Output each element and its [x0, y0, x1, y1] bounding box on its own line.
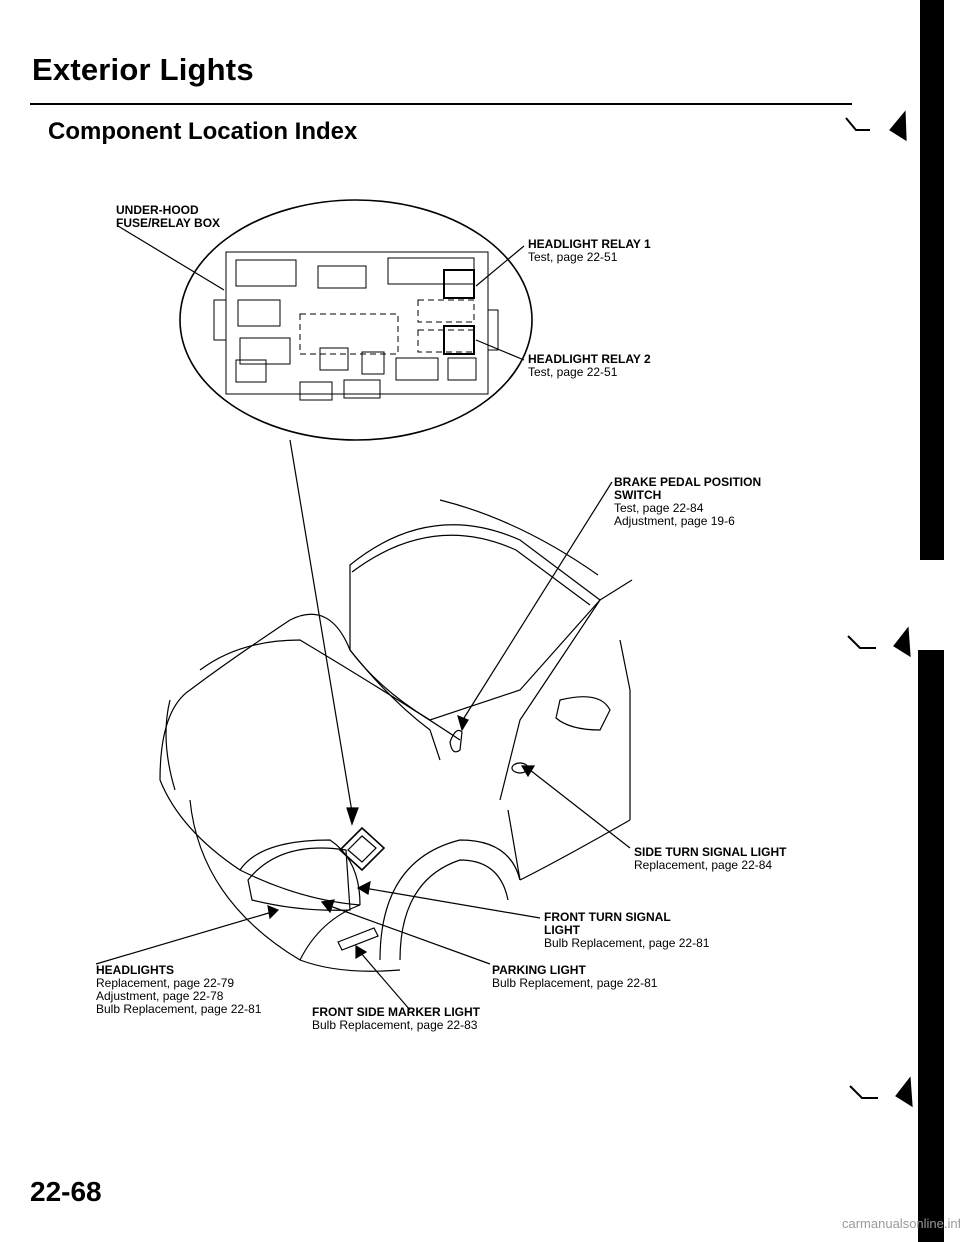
page-title: Exterior Lights [32, 52, 254, 87]
label-under-hood-fuse-box: UNDER-HOOD FUSE/RELAY BOX [116, 203, 221, 230]
page-number: 22-68 [30, 1176, 102, 1207]
fuse-box-callout [179, 199, 533, 441]
label-side-turn-signal-light: SIDE TURN SIGNAL LIGHT Replacement, page… [634, 845, 787, 872]
label-front-turn-signal-light: FRONT TURN SIGNAL LIGHT Bulb Replacement… [544, 910, 710, 950]
label-headlight-relay-2: HEADLIGHT RELAY 2 Test, page 22-51 [528, 352, 651, 379]
fuse-relay-box-drawing [213, 251, 499, 401]
label-headlight-relay-1: HEADLIGHT RELAY 1 Test, page 22-51 [528, 237, 651, 264]
label-parking-light: PARKING LIGHT Bulb Replacement, page 22-… [492, 963, 658, 990]
relay-2-box [443, 325, 475, 355]
label-brake-pedal-position-switch: BRAKE PEDAL POSITION SWITCH Test, page 2… [614, 475, 762, 528]
binding-bar-bottom [918, 650, 944, 1242]
car-outline [159, 499, 633, 972]
section-title: Component Location Index [48, 118, 358, 145]
footer-site-mark: carmanualsonline.info [842, 1216, 960, 1231]
title-rule [30, 103, 852, 105]
label-headlights: HEADLIGHTS Replacement, page 22-79 Adjus… [96, 963, 262, 1016]
relay-1-box [443, 269, 475, 299]
binding-bar-top [920, 0, 944, 560]
label-front-side-marker-light: FRONT SIDE MARKER LIGHT Bulb Replacement… [312, 1005, 480, 1032]
